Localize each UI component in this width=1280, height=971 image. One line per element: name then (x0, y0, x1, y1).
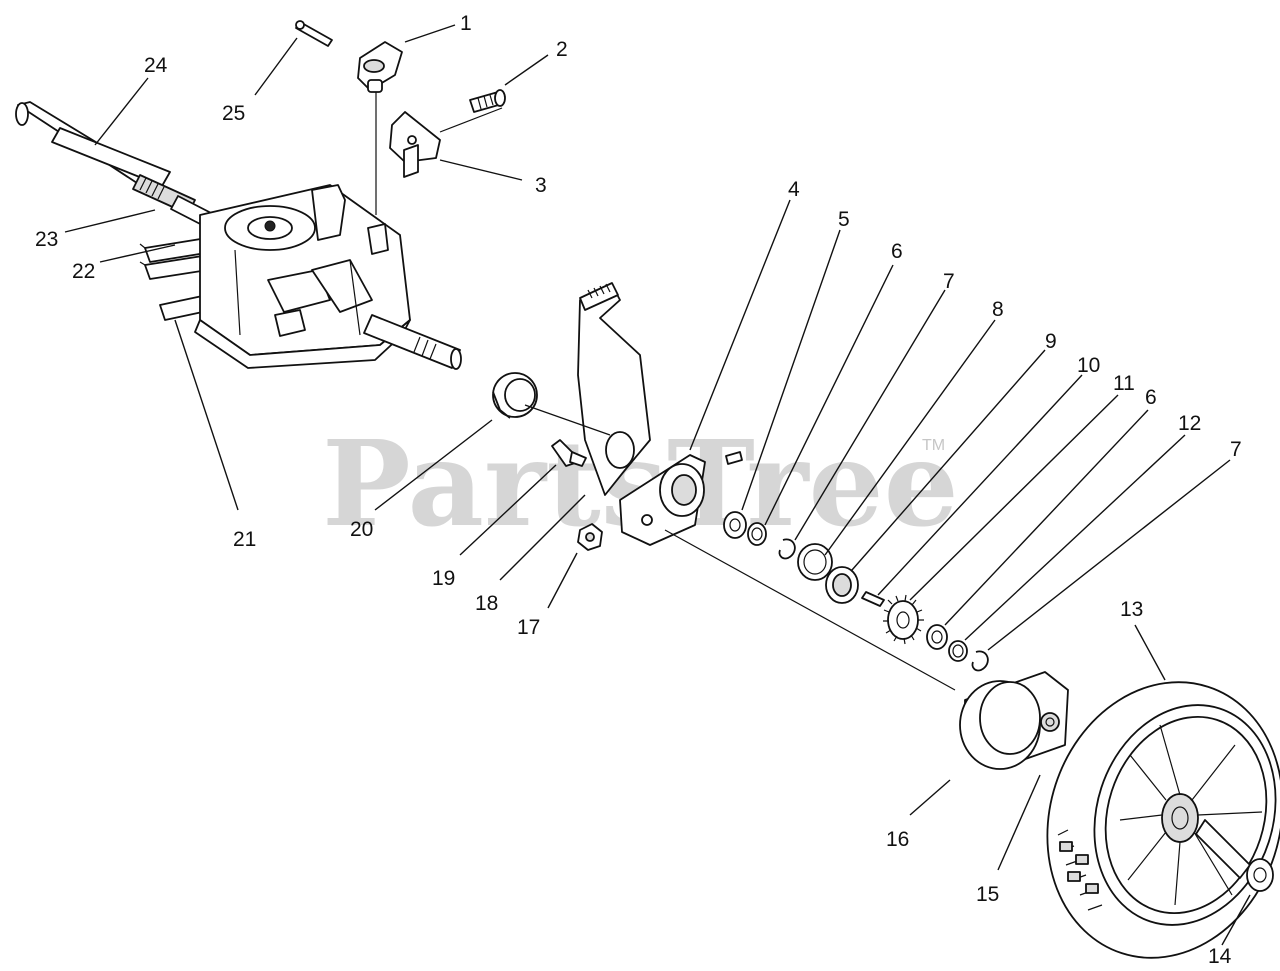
callout-24: 24 (144, 54, 168, 77)
part-housing-4 (619, 451, 743, 546)
part-bolt-2 (469, 89, 506, 113)
part-washer-6b (926, 624, 948, 650)
callout-9: 9 (1045, 330, 1057, 353)
part-knob-1 (357, 41, 403, 215)
part-bolt-19 (551, 439, 587, 467)
part-gear-11 (883, 594, 924, 645)
callout-2: 2 (556, 38, 568, 61)
callout-7: 7 (943, 270, 955, 293)
callout-7b: 7 (1230, 438, 1242, 461)
leader-lines (64, 24, 1251, 946)
callout-6: 6 (891, 240, 903, 263)
callout-3: 3 (535, 174, 547, 197)
part-ring-8 (797, 543, 833, 581)
part-axle-bolt-14 (1195, 819, 1274, 892)
callout-8: 8 (992, 298, 1004, 321)
callout-1: 1 (460, 12, 472, 35)
part-key-10 (861, 591, 885, 607)
part-pin-25 (295, 20, 333, 47)
callout-11: 11 (1113, 372, 1135, 395)
callout-13: 13 (1120, 598, 1143, 621)
part-washer-5 (723, 511, 747, 539)
callout-10: 10 (1077, 354, 1100, 377)
part-clip-7b (971, 650, 989, 672)
callout-23: 23 (35, 228, 58, 251)
callout-4: 4 (788, 178, 800, 201)
callout-6b: 6 (1145, 386, 1157, 409)
callout-numbers: 1 2 3 4 5 6 7 8 9 10 11 6 12 7 13 14 15 … (35, 12, 1242, 968)
part-bushing-20 (492, 372, 538, 419)
part-shaft-24 (15, 101, 216, 229)
callout-19: 19 (432, 567, 455, 590)
callout-14: 14 (1208, 945, 1232, 968)
callout-25: 25 (222, 102, 245, 125)
part-bearing-9 (825, 566, 859, 604)
part-nut-17 (577, 523, 603, 551)
part-transmission (194, 184, 411, 369)
callout-16: 16 (886, 828, 909, 851)
watermark-trademark: TM (922, 437, 945, 454)
part-cover-16 (959, 671, 1069, 770)
callout-15: 15 (976, 883, 999, 906)
part-axle-shaft (363, 314, 462, 370)
callout-20: 20 (350, 518, 373, 541)
callout-5: 5 (838, 208, 850, 231)
part-clip-7 (778, 538, 796, 560)
part-plate-18 (577, 282, 651, 496)
part-washer-6 (747, 522, 767, 546)
callout-17: 17 (517, 616, 540, 639)
callout-18: 18 (475, 592, 498, 615)
callout-22: 22 (72, 260, 95, 283)
part-spacer-12 (948, 640, 968, 662)
callout-21: 21 (233, 528, 256, 551)
callout-12: 12 (1178, 412, 1201, 435)
part-bracket-3 (389, 107, 503, 178)
